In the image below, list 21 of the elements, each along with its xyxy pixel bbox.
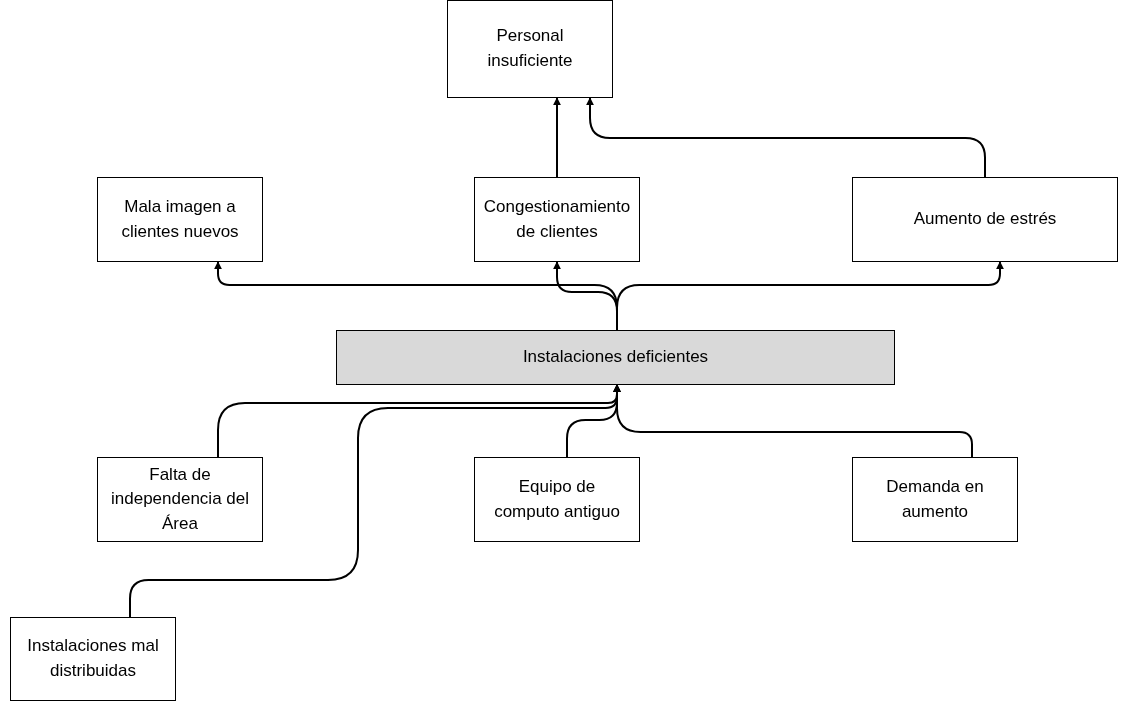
cause-effect-box: [474, 457, 640, 542]
cause-effect-box: [852, 177, 1118, 262]
cause-effect-box: [447, 0, 613, 98]
cause-effect-box: [852, 457, 1018, 542]
arrow: [553, 97, 561, 178]
box-label: Instalaciones mal distribuidas: [26, 635, 160, 682]
box-label: Instalaciones deficientes: [522, 346, 709, 369]
problem-box: [336, 330, 895, 385]
box-label: Aumento de estrés: [913, 208, 1057, 231]
box-label: Demanda en aumento: [885, 475, 985, 523]
box-label: Mala imagen a clientes nuevos: [120, 195, 240, 243]
cause-effect-box: [474, 177, 640, 262]
cause-effect-box: [10, 617, 176, 701]
cause-effect-box: [97, 457, 263, 542]
box-label: Personal insuficiente: [486, 25, 574, 72]
box-label: Congestionamiento de clientes: [483, 195, 631, 243]
box-label: Falta de independencia del Área: [110, 463, 250, 535]
arrow: [586, 97, 986, 178]
cause-effect-box: [97, 177, 263, 262]
arrow: [129, 384, 621, 618]
box-label: Equipo de computo antiguo: [493, 475, 621, 523]
